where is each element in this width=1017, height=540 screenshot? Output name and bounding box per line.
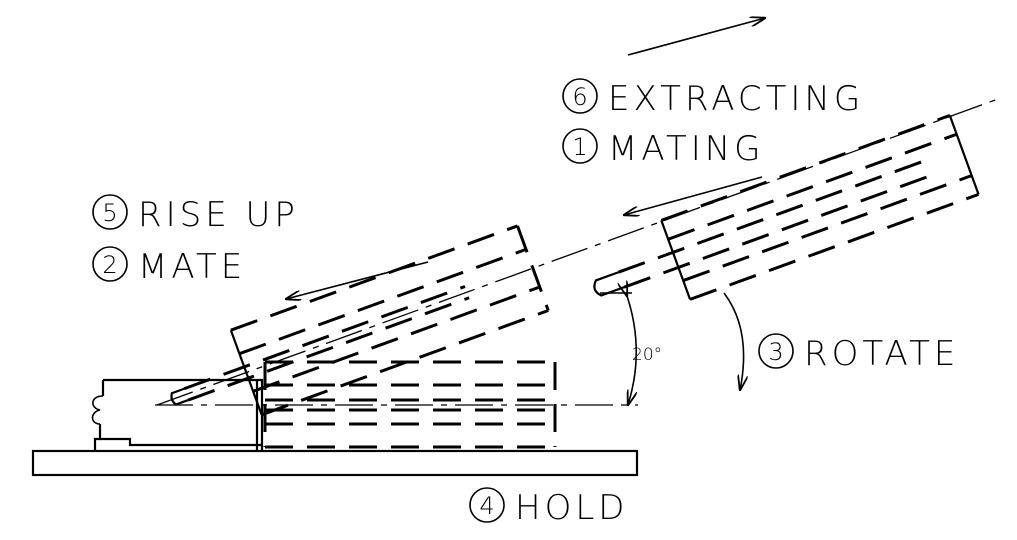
svg-text:HOLD: HOLD [515, 488, 628, 528]
mate-arrow [286, 261, 429, 299]
extracting-arrow [627, 18, 765, 56]
svg-text:MATING: MATING [608, 129, 765, 169]
angle-label: 20° [632, 345, 662, 365]
mating-arrow [624, 176, 763, 215]
svg-text:5: 5 [102, 199, 117, 227]
svg-text:RISE UP: RISE UP [138, 195, 299, 235]
svg-text:ROTATE: ROTATE [804, 334, 959, 374]
step-3-label: 3 ROTATE [758, 333, 959, 374]
step-6-label: 6 EXTRACTING [562, 78, 864, 119]
svg-text:4: 4 [479, 492, 494, 520]
step-5-label: 5 RISE UP [92, 194, 299, 235]
angle-dimension [600, 293, 636, 405]
svg-text:6: 6 [572, 83, 587, 111]
svg-text:1: 1 [572, 133, 587, 161]
step-2-label: 2 MATE [92, 246, 246, 287]
pcb-board [31, 449, 639, 477]
plug-extracted-position [593, 114, 980, 301]
step-4-label: 4 HOLD [469, 487, 628, 528]
svg-text:MATE: MATE [138, 247, 246, 287]
svg-text:EXTRACTING: EXTRACTING [608, 79, 864, 119]
step-1-label: 1 MATING [562, 128, 765, 169]
svg-text:3: 3 [768, 338, 783, 366]
mated-plug-dashed [263, 360, 557, 449]
rotate-arrow [723, 292, 744, 390]
receptacle-housing [91, 378, 264, 451]
inclined-centerline [156, 98, 999, 406]
svg-text:2: 2 [102, 251, 117, 279]
